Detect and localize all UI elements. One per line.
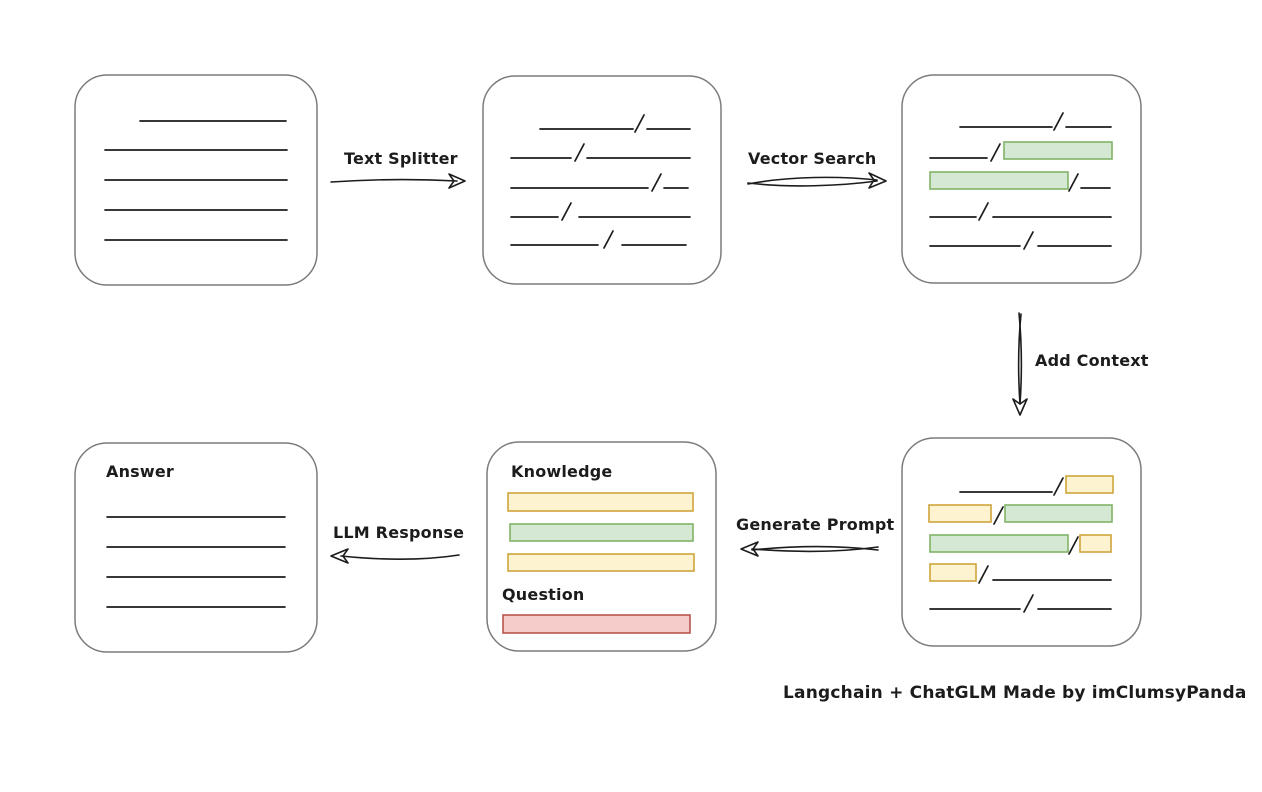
arrow-vector-search	[747, 176, 878, 185]
diagram-caption: Langchain + ChatGLM Made by imClumsyPand…	[783, 683, 1247, 703]
generate-prompt-arrow-label: Generate Prompt	[736, 515, 895, 534]
add-context-arrow-label: Add Context	[1035, 351, 1149, 370]
yellow-highlight-bar	[928, 504, 992, 523]
slash-separator	[993, 506, 1004, 525]
slash-separator	[574, 143, 585, 162]
green-highlight-bar	[929, 534, 1069, 553]
arrow-generate-prompt	[751, 545, 879, 551]
slash-separator	[561, 202, 572, 221]
green-highlight-bar	[1003, 141, 1113, 160]
yellow-bar	[507, 492, 694, 512]
green-highlight-bar	[929, 171, 1069, 190]
vector-search-arrow-label: Vector Search	[748, 149, 877, 168]
arrow-text-splitter	[330, 178, 458, 183]
slash-separator	[603, 230, 614, 249]
arrow-llm-response	[340, 554, 460, 561]
knowledge-section-title: Knowledge	[511, 462, 613, 481]
yellow-highlight-bar	[1079, 534, 1112, 553]
slash-separator	[990, 143, 1001, 162]
slash-separator	[1068, 536, 1079, 555]
text-splitter-arrow-label: Text Splitter	[344, 149, 458, 168]
red-bar	[502, 614, 691, 634]
yellow-bar	[507, 553, 695, 572]
arrow-add-context	[1012, 398, 1028, 416]
yellow-highlight-bar	[929, 563, 977, 582]
slash-separator	[1053, 477, 1064, 496]
arrow-generate-prompt	[740, 541, 759, 557]
slash-separator	[1023, 594, 1034, 613]
yellow-highlight-bar	[1065, 475, 1114, 494]
question-section-title: Question	[502, 585, 585, 604]
slash-separator	[634, 114, 645, 133]
arrow-text-splitter	[448, 173, 466, 189]
green-highlight-bar	[1004, 504, 1113, 523]
box-text-chunks	[482, 75, 722, 285]
arrow-llm-response	[330, 548, 349, 564]
slash-separator	[978, 202, 989, 221]
arrow-add-context	[1017, 313, 1022, 405]
arrow-vector-search	[747, 180, 878, 187]
green-bar	[509, 523, 694, 542]
slash-separator	[1023, 231, 1034, 250]
slash-separator	[978, 565, 989, 584]
answer-box-title: Answer	[106, 462, 175, 481]
slash-separator	[651, 173, 662, 192]
slash-separator	[1053, 112, 1064, 131]
arrow-vector-search	[868, 172, 887, 189]
slash-separator	[1068, 173, 1079, 192]
llm-response-arrow-label: LLM Response	[333, 523, 465, 542]
